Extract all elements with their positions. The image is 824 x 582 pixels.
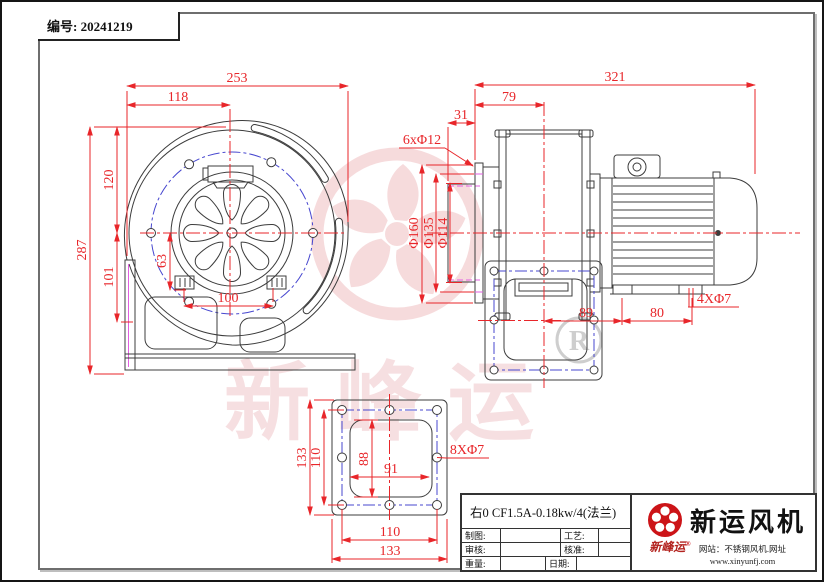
watermark-script: 新峰运	[224, 355, 560, 451]
mounting-feet	[174, 275, 287, 290]
motor	[610, 154, 758, 295]
process-label: 工艺:	[560, 529, 598, 542]
dim-side-inlet-depth: 31	[454, 108, 468, 123]
website-label: 网站：不锈钢风机.网址	[698, 544, 787, 555]
dim-front-feet-span: 100	[218, 291, 239, 306]
process-value	[598, 529, 630, 542]
dim-front-center-offset: 118	[168, 90, 188, 105]
registered-mark: ®	[685, 540, 691, 548]
brand-script: 新峰运®	[634, 538, 706, 555]
approve-label: 核准:	[560, 543, 598, 556]
dim-side-outlet-to-foot: 89	[579, 306, 593, 321]
outlet-flange-view	[331, 394, 448, 520]
brand-name: 新运风机	[690, 508, 807, 537]
dim-flange-opening-height: 88	[357, 452, 372, 466]
outlet-flange-dimensions	[307, 399, 489, 563]
doc-number-box: 编号: 20241219	[38, 12, 180, 41]
title-block-info: 右0 CF1.5A-0.18kw/4(法兰) 制图: 工艺: 审核: 核准: 重…	[462, 495, 630, 570]
front-view-dimensions	[87, 83, 349, 375]
dim-flange-bolt-holes: 8XΦ7	[450, 443, 484, 458]
draft-value	[500, 529, 560, 542]
title-block-brand: 新峰运® 新运风机 网站：不锈钢风机.网址 www.xinyunfj.com	[630, 495, 815, 570]
dim-side-flange-od: Φ160	[407, 217, 422, 248]
weight-value	[500, 557, 545, 570]
dim-front-center-to-top: 120	[102, 170, 117, 191]
dim-side-foot-spacing: 80	[650, 306, 664, 321]
date-value	[576, 557, 630, 570]
title-block-row: 审核: 核准:	[462, 542, 630, 556]
weight-label: 重量:	[465, 559, 486, 569]
brand-logo-icon	[648, 503, 682, 537]
side-view-dimensions	[399, 82, 756, 325]
audit-label: 审核:	[465, 545, 486, 555]
dim-flange-outer-width: 133	[380, 544, 401, 559]
dim-front-center-to-feet: 63	[155, 254, 170, 268]
date-label: 日期:	[545, 557, 576, 570]
terminal-box	[613, 154, 661, 179]
title-block-row: 制图: 工艺:	[462, 528, 630, 542]
dim-side-foot-holes: 4XΦ7	[697, 292, 731, 307]
dim-flange-opening-width: 91	[384, 462, 398, 477]
title-block-row: 重量: 日期:	[462, 556, 630, 570]
draft-label: 制图:	[465, 531, 486, 541]
dim-side-flange-to-outlet: 79	[502, 90, 516, 105]
audit-value	[500, 543, 560, 556]
approve-value	[598, 543, 630, 556]
front-view	[123, 118, 356, 371]
website-url: www.xinyunfj.com	[709, 555, 776, 566]
dim-side-total-length: 321	[605, 70, 626, 85]
dim-front-total-width: 253	[227, 71, 248, 86]
svg-text:R: R	[569, 326, 590, 357]
side-view	[427, 102, 800, 388]
dim-flange-bolt-spacing-v: 110	[309, 448, 324, 468]
dim-flange-bolt-spacing-h: 110	[380, 525, 400, 540]
brand-script-text: 新峰运	[649, 540, 686, 554]
title-block: 右0 CF1.5A-0.18kw/4(法兰) 制图: 工艺: 审核: 核准: 重…	[460, 493, 817, 572]
dim-side-inlet-holes: 6xΦ12	[403, 133, 441, 148]
dim-side-inlet-d: Φ114	[436, 218, 451, 249]
drawing-frame	[38, 12, 815, 570]
doc-number-text: 编号: 20241219	[47, 19, 133, 34]
dim-front-total-height: 287	[75, 240, 90, 261]
dim-flange-outer-height: 133	[295, 448, 310, 469]
product-name: 右0 CF1.5A-0.18kw/4(法兰)	[470, 506, 617, 520]
dim-front-center-to-base: 101	[102, 267, 117, 288]
dim-side-bolt-circle: Φ135	[422, 217, 437, 248]
brand-website: 网站：不锈钢风机.网址 www.xinyunfj.com	[672, 544, 813, 567]
